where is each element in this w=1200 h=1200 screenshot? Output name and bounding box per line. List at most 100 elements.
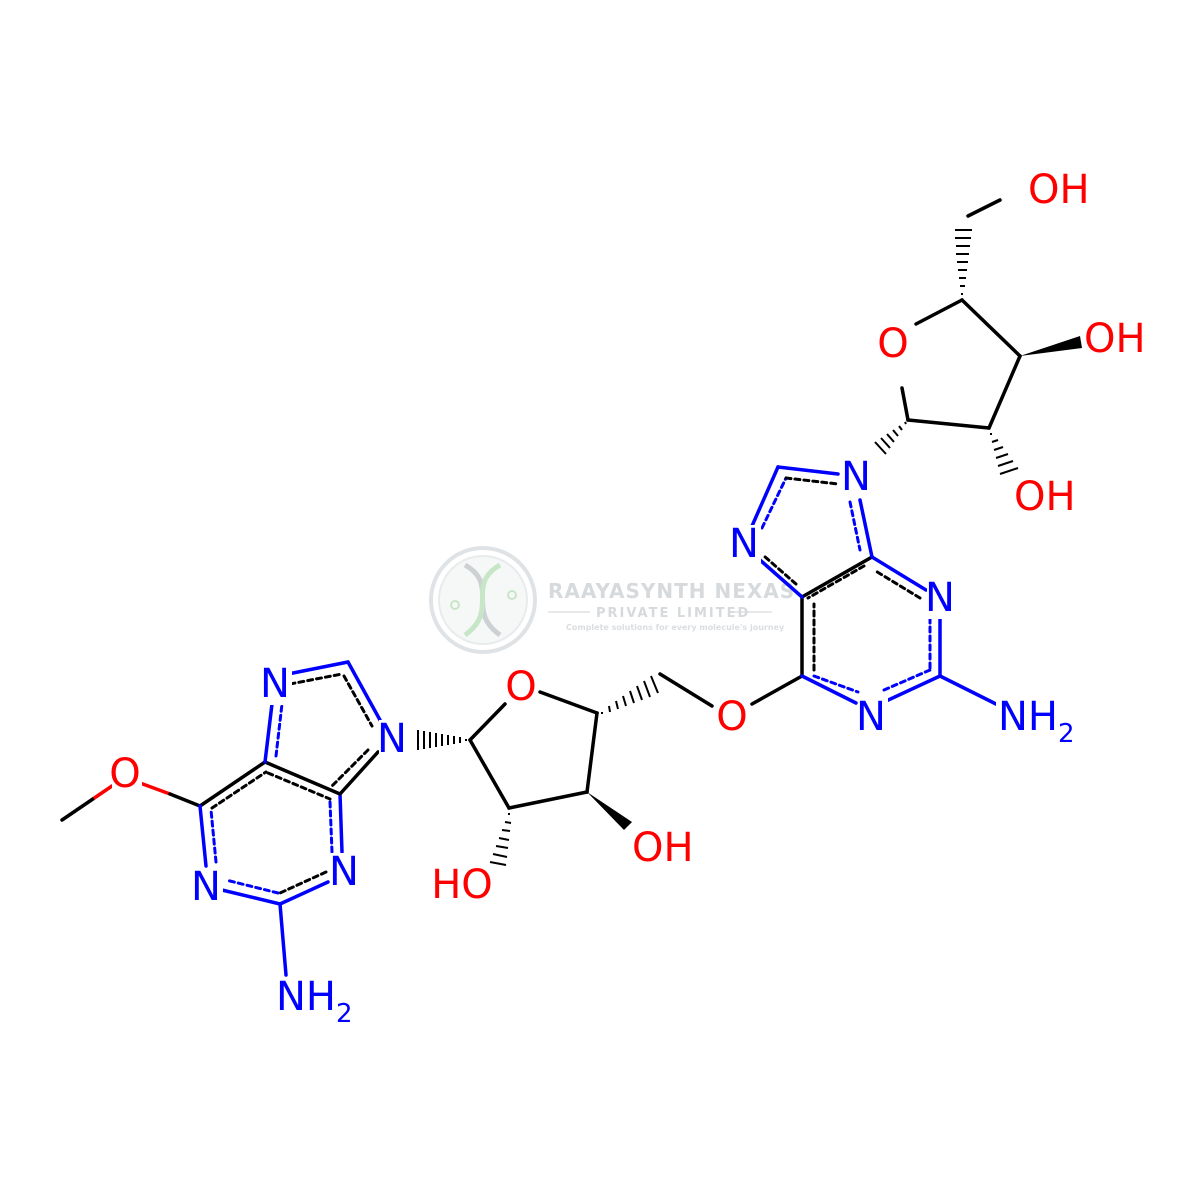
watermark: RAAYASYNTH NEXAS PRIVATE LIMITED Complet… <box>429 546 795 654</box>
bond-n1-c6-left <box>198 804 208 868</box>
atom-label-b-n1: N <box>856 694 886 740</box>
aromatic-c4-c5-right <box>806 564 866 600</box>
atom-label-a-n7: N <box>260 661 290 707</box>
atom-label-background <box>193 868 223 908</box>
atom-label-b-n3: N <box>925 575 955 621</box>
stereo-bonds <box>417 229 1082 866</box>
atom-label-background <box>436 866 492 906</box>
bond-o-c6-right <box>168 792 202 808</box>
atom-label-background <box>508 668 538 708</box>
bond-c5-c4-left <box>263 760 342 796</box>
aromatic-c5-n7-right <box>762 554 798 586</box>
atom-label-background <box>996 698 1068 738</box>
aromatic-c6-n1-right <box>812 674 860 694</box>
bond-n3-c4-right <box>870 555 928 592</box>
atom-label-background <box>731 525 761 565</box>
aromatic-c5-c4-left <box>266 771 332 801</box>
watermark-tagline: Complete solutions for every molecule's … <box>566 623 785 632</box>
aromatic-n1-c2-right <box>882 668 932 692</box>
bond-o-c6-left <box>138 781 172 796</box>
bond-c8-n9-right <box>776 465 840 476</box>
wedge-bond-c3-oh-left <box>587 792 632 830</box>
bond-n3-c2-left <box>278 880 330 906</box>
bond-c2-nh2-left <box>278 902 288 977</box>
hash-bond-c4-c5-left <box>601 675 659 714</box>
atom-label-r2-o: O <box>877 321 908 367</box>
aromatic-c8-n9-right <box>784 476 840 486</box>
atom-label-background <box>927 579 957 619</box>
dna-logo-icon <box>450 562 517 638</box>
atom-label-background <box>719 698 749 738</box>
watermark-company-name: RAAYASYNTH NEXAS <box>548 579 795 603</box>
bond-c1-c2-right-ribose <box>906 418 991 430</box>
atom-label-r1-oh3: OH <box>632 825 694 871</box>
atom-label-link-o: O <box>716 694 747 740</box>
bond-c1-o4-left-ribose <box>468 702 507 742</box>
bond-n7-c8-right <box>750 465 780 528</box>
atom-label-background <box>112 755 142 795</box>
hash-bond-c4-c5-right <box>955 229 972 295</box>
bond-n9-c4-right <box>858 498 874 559</box>
bond-c4-n3-left <box>338 792 344 854</box>
atom-label-background <box>843 458 873 498</box>
atom-label-background <box>858 698 888 738</box>
bond-n1-c2-right <box>882 674 942 704</box>
bond-o4-c4-left-ribose <box>538 690 599 715</box>
aromatic-c5-n7-left <box>274 702 284 758</box>
bond-c2-c1-left-ribose <box>468 738 511 810</box>
atom-label-background <box>331 853 361 893</box>
aromatic-n9-c4-left <box>330 748 370 788</box>
aromatic-n3-c4-right <box>872 568 922 600</box>
aromatic-n9-c4-right <box>848 500 862 552</box>
hash-bond-c2-oh-left <box>489 813 512 866</box>
bond-c1-o4-right-ribose <box>900 386 910 422</box>
atom-label-background <box>379 720 409 760</box>
atom-label-background <box>880 325 910 365</box>
bond-c8-n9-left <box>346 660 382 722</box>
aromatic-c2-n1-left <box>224 878 280 895</box>
bond-c4-c5-right <box>800 555 874 599</box>
hash-bond-n9-c1-left <box>417 730 467 750</box>
bond-c2-n1-left <box>220 888 282 906</box>
bond-c6-n1-right <box>800 674 858 705</box>
atom-subscript: 2 <box>1058 719 1075 749</box>
aromatic-n1-c6-left <box>209 808 218 864</box>
atom-label-a-n3: N <box>329 849 359 895</box>
watermark-subtitle: PRIVATE LIMITED <box>596 606 750 621</box>
bond-n9-c4-left <box>338 750 380 796</box>
bond-c3-c4-right-ribose <box>960 298 1022 358</box>
atom-label-background <box>1082 320 1138 360</box>
aromatic-c4-n3-left <box>328 800 334 854</box>
bond-c4-c3-left-ribose <box>585 711 599 794</box>
aromatic-n7-c8-left <box>288 672 344 686</box>
atom-subscript: 2 <box>336 999 353 1029</box>
atom-label-b-n7: N <box>729 521 759 567</box>
aromatic-n3-c2-left <box>278 870 328 895</box>
bond-c5-n7-right <box>758 558 804 599</box>
atom-label-r1-oh2: HO <box>431 862 493 908</box>
atom-label-a-n9: N <box>377 716 407 762</box>
atom-label-background <box>1012 478 1068 518</box>
hash-bond-c2-oh-right <box>990 433 1019 475</box>
bond-ch2-o <box>658 672 714 708</box>
bond-c2-nh2-right <box>938 674 1002 708</box>
atom-label-r2-oh5: OH <box>1028 167 1090 213</box>
atom-label-a-nh2: NH2 <box>276 974 353 1029</box>
aromatic-n7-c8-right <box>760 476 788 530</box>
bond-o-c6-right <box>750 674 804 706</box>
bond-n7-c8-left <box>286 660 350 676</box>
atom-label-background <box>262 665 292 705</box>
bond-methyl-o <box>60 784 114 822</box>
bond-c3-c2-left-ribose <box>507 790 589 810</box>
aromatic-c8-n9-left <box>342 674 374 728</box>
atom-label-r2-oh3: OH <box>1084 316 1146 362</box>
bond-c4-o4-right-ribose <box>914 298 964 326</box>
bond-c5-o5-right-ribose <box>966 198 1002 218</box>
wedge-bond-c3-oh-right <box>1020 336 1082 356</box>
bond-c6-c5-left <box>198 760 267 808</box>
atom-label-background <box>274 978 346 1018</box>
hash-bond-n9-c1-right <box>874 421 907 455</box>
atom-label-b-n9: N <box>841 454 871 500</box>
atom-label-me-o: O <box>109 751 140 797</box>
